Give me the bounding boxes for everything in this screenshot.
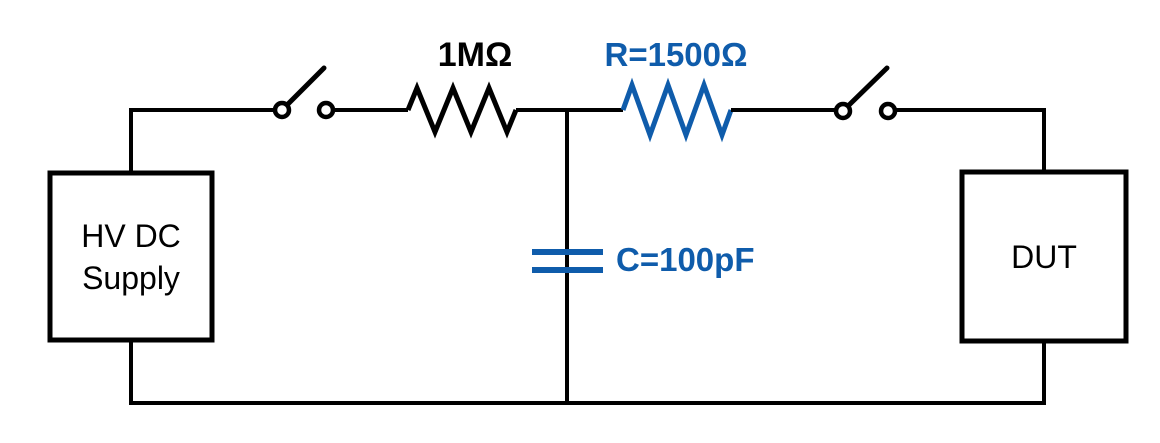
dut-label: DUT (1011, 239, 1077, 275)
capacitor-symbol (532, 249, 603, 273)
switch2-right-contact (878, 101, 898, 121)
wire-supply-to-switch1 (129, 108, 274, 173)
switch1-lever (284, 65, 327, 108)
switch1-charge (272, 65, 336, 120)
hv-dc-supply-label-line2: Supply (82, 260, 180, 296)
switch1-left-contact (272, 100, 292, 120)
discharge-resistor-label: R=1500Ω (605, 36, 748, 73)
wire-bottom-return-rail (129, 340, 1046, 405)
capacitor-label: C=100pF (616, 241, 754, 278)
hv-dc-supply-box (47, 170, 215, 343)
switch2-left-contact (833, 101, 853, 121)
dut-box (959, 169, 1129, 344)
hv-dc-supply-label-line1: HV DC (81, 218, 181, 254)
switch1-right-contact (316, 100, 336, 120)
switch2-discharge (833, 65, 898, 121)
discharge-resistor-symbol (620, 77, 734, 143)
wire-switch2-to-dut (896, 108, 1046, 172)
charge-resistor-symbol (405, 81, 519, 139)
switch2-lever (845, 65, 890, 109)
charge-resistor-label: 1MΩ (438, 36, 513, 74)
